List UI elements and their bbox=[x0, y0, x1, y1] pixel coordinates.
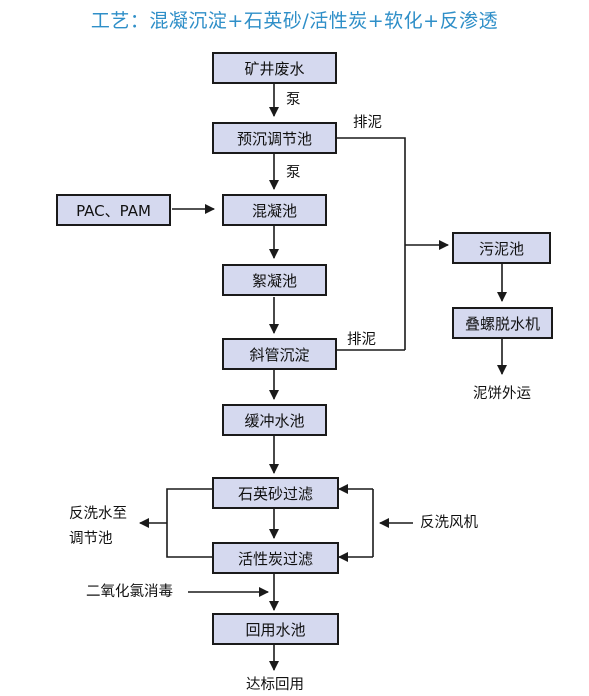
label-pump-2: 泵 bbox=[286, 165, 301, 181]
box-flocculation-tank: 絮凝池 bbox=[222, 264, 327, 296]
box-pre-settling-tank: 预沉调节池 bbox=[212, 122, 337, 154]
label-pump-1: 泵 bbox=[286, 92, 301, 108]
label-backwash-water-1: 反洗水至 bbox=[69, 506, 127, 522]
backwash-water-line bbox=[166, 488, 212, 558]
box-stacked-screw-dewaterer: 叠螺脱水机 bbox=[452, 307, 553, 339]
label-effluent: 达标回用 bbox=[246, 677, 304, 693]
box-buffer-tank: 缓冲水池 bbox=[222, 404, 327, 436]
sludge-line-top bbox=[336, 137, 406, 350]
box-sludge-tank: 污泥池 bbox=[452, 232, 551, 264]
box-chemical-dosing: PAC、PAM bbox=[56, 194, 171, 226]
label-backwash-blower: 反洗风机 bbox=[420, 515, 478, 531]
label-sludge-discharge-1: 排泥 bbox=[353, 115, 382, 131]
label-disinfection: 二氧化氯消毒 bbox=[86, 584, 173, 600]
box-coagulation-tank: 混凝池 bbox=[222, 194, 327, 226]
box-activated-carbon-filter: 活性炭过滤 bbox=[212, 542, 339, 574]
box-quartz-sand-filter: 石英砂过滤 bbox=[212, 477, 339, 509]
box-reuse-tank: 回用水池 bbox=[212, 613, 339, 645]
box-mine-wastewater: 矿井废水 bbox=[212, 52, 337, 84]
label-sludge-discharge-2: 排泥 bbox=[347, 332, 376, 348]
box-inclined-tube-settling: 斜管沉淀 bbox=[222, 338, 337, 370]
diagram-title: 工艺：混凝沉淀+石英砂/活性炭+软化+反渗透 bbox=[90, 10, 499, 32]
label-sludge-cake-out: 泥饼外运 bbox=[473, 386, 531, 402]
label-backwash-water-2: 调节池 bbox=[69, 531, 113, 547]
